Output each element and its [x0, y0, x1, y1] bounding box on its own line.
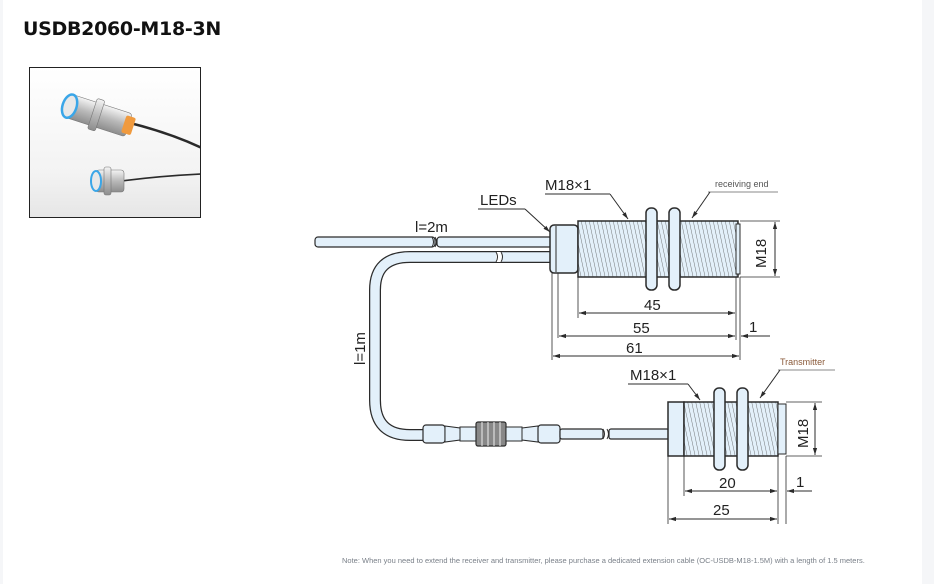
dimension-drawing: l=2m l=1m LEDs M18×1 receiving end M18 4…: [314, 177, 835, 524]
transmitter-label: Transmitter: [780, 357, 825, 367]
leds-label: LEDs: [480, 192, 517, 209]
receiving-end-label: receiving end: [715, 179, 769, 189]
right-scroll-gutter: [922, 0, 934, 584]
extension-cable-length-label: l=1m: [352, 332, 369, 365]
receiver-dim-45: 45: [644, 297, 661, 314]
transmitter-sensor-body: [667, 387, 787, 471]
receiver-diameter-label: M18: [753, 239, 770, 268]
receiver-thread-label: M18×1: [545, 177, 591, 194]
left-margin: [0, 0, 3, 584]
receiver-dim-55: 55: [633, 320, 650, 337]
product-photo: [29, 67, 201, 218]
extension-cable-note: Note: When you need to extend the receiv…: [342, 556, 865, 565]
transmitter-dim-20: 20: [719, 475, 736, 492]
product-title: USDB2060-M18-3N: [23, 18, 221, 40]
receiver-cable-length-label: l=2m: [415, 219, 448, 236]
transmitter-diameter-label: M18: [795, 419, 812, 448]
receiver-dim-1: 1: [749, 319, 757, 336]
receiver-cable-top: [314, 236, 553, 248]
transmitter-dim-1: 1: [796, 474, 804, 491]
receiver-sensor-body: [549, 207, 741, 291]
transmitter-dim-25: 25: [713, 502, 730, 519]
receiver-dim-61: 61: [626, 340, 643, 357]
transmitter-thread-label: M18×1: [630, 367, 676, 384]
extension-connector: [422, 421, 670, 447]
receiver-cable-bend: [369, 251, 552, 441]
